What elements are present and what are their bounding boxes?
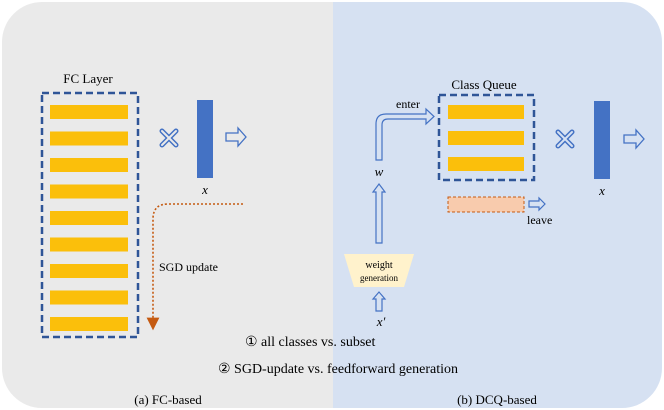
sgd-update-label: SGD update <box>159 260 218 274</box>
w-label: w <box>375 164 384 179</box>
x-label-left: x <box>201 182 208 197</box>
weight-generation-block <box>344 254 414 287</box>
fc-weight-row <box>50 184 128 199</box>
fc-layer-title: FC Layer <box>63 71 113 86</box>
fc-weight-row <box>50 158 128 172</box>
generated-weight-arrow <box>371 183 387 244</box>
fc-weight-row <box>50 237 128 252</box>
fc-layer-dashed-box <box>40 91 140 339</box>
comparison-line-1: ① all classes vs. subset <box>245 335 375 350</box>
input-vector-x-right <box>594 101 610 179</box>
weight-generation-line1: weight <box>365 260 392 271</box>
x-prime-input-arrow <box>371 291 387 312</box>
fc-weight-row <box>50 264 128 278</box>
queue-weight-row <box>448 105 524 119</box>
enter-label: enter <box>396 97 420 111</box>
multiply-icon-inner <box>161 130 177 146</box>
fc-weight-row <box>50 317 128 331</box>
class-queue-dashed-box <box>437 93 536 182</box>
queue-weight-row <box>448 157 524 171</box>
output-arrow-icon-left <box>225 126 247 148</box>
weight-generation-line2: generation <box>360 273 398 283</box>
fc-layer-rows <box>50 105 128 331</box>
fc-weight-row <box>50 211 128 225</box>
caption-right: (b) DCQ-based <box>457 392 537 407</box>
x-prime-label: x′ <box>376 314 386 329</box>
fc-weight-row <box>50 290 128 305</box>
class-queue-title: Class Queue <box>451 77 517 92</box>
leave-label: leave <box>527 213 552 227</box>
leaving-class-bar <box>447 196 525 213</box>
comparison-line-2: ② SGD-update vs. feedforward generation <box>218 362 458 377</box>
x-label-right: x <box>598 183 605 198</box>
leave-arrow-icon <box>528 196 546 212</box>
fc-weight-row <box>50 105 128 119</box>
queue-weight-row <box>448 131 524 145</box>
enter-arrow-icon <box>375 107 435 161</box>
fc-weight-row <box>50 131 128 146</box>
input-vector-x <box>197 100 213 178</box>
caption-left: (a) FC-based <box>134 392 202 407</box>
multiply-icon-right-inner <box>557 131 573 147</box>
class-queue-rows <box>448 105 524 171</box>
output-arrow-icon-right <box>623 128 645 150</box>
